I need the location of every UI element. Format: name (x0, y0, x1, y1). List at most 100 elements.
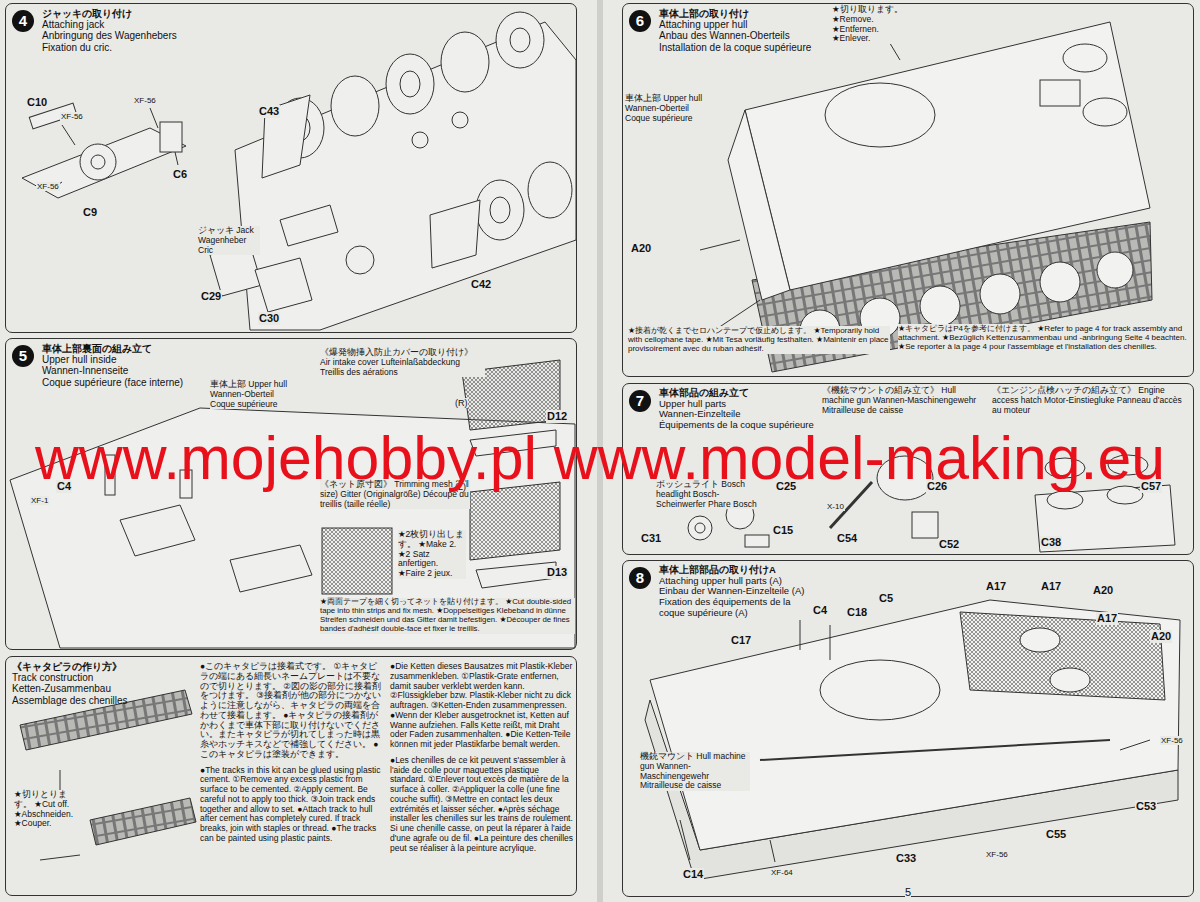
jack-parts-shape (80, 144, 116, 180)
note-text: ●The tracks in this kit can be glued usi… (200, 766, 385, 844)
part-number: D13 (546, 566, 568, 579)
hull-with-tracks-shape (1063, 44, 1107, 72)
note-text: ★切り取ります。 ★Remove. ★Entfernen. ★Enlever. (832, 5, 914, 44)
watermark: www.mojehobby.pl www.model-making.eu (35, 428, 1165, 489)
hull-bottom-shape (255, 258, 312, 312)
part-number: C33 (895, 852, 917, 865)
note-text: 5 (905, 886, 911, 899)
upper-hull-shape (1050, 668, 1090, 692)
hull-with-tracks-shape (920, 286, 960, 326)
part-number: C55 (1045, 828, 1067, 841)
hull-with-tracks-shape (1083, 98, 1127, 126)
paint-code: XF-56 (36, 182, 60, 191)
hull-with-tracks-shape (825, 83, 935, 147)
upper-hull-shape (960, 612, 1165, 700)
step-panel: 6車体上部の取り付けAttaching upper hullAnbau des … (622, 3, 1194, 377)
step-number: 5 (12, 345, 34, 367)
step-title: Attaching jack (42, 19, 302, 30)
hull-with-tracks-shape (1097, 252, 1133, 288)
jack-parts-shape (50, 108, 178, 190)
upper-hull-inside-shape (322, 528, 392, 594)
part-number: C15 (772, 524, 794, 537)
part-number: A20 (1092, 584, 1114, 597)
step-title: Anbau des Wannen-Oberteils (659, 30, 839, 41)
part-number: C52 (938, 538, 960, 551)
hull-with-tracks-shape (980, 274, 1020, 314)
hull-bottom-shape (412, 132, 428, 148)
part-number: C26 (926, 480, 948, 493)
upper-hull-inside-shape (476, 562, 556, 588)
part-number: A17 (1096, 612, 1118, 625)
step-number: 4 (12, 10, 34, 32)
jack-parts (22, 103, 186, 198)
step-panel: 8車体上部部品の取り付けAAttaching upper hull parts … (622, 560, 1194, 897)
step-title: 車体上部の取り付け (659, 8, 839, 19)
part-number: C30 (258, 312, 280, 325)
upper-hull (645, 600, 1180, 880)
step-title: Upper hull inside (42, 354, 207, 365)
step-title: Fixation des équipements de la coque sup… (659, 597, 809, 618)
small-parts-shape (695, 523, 705, 533)
hull-bottom-shape (452, 112, 468, 128)
part-number: C29 (200, 290, 222, 303)
note-text: ボッシュライト Bosch headlight Bosch-Scheinwerf… (656, 480, 764, 509)
paint-code: X-10 (826, 502, 845, 511)
part-number: C4 (812, 604, 828, 617)
upper-hull-shape (650, 600, 1180, 850)
hull-with-tracks-shape (1040, 80, 1080, 106)
note-text: ★キャタピラはP4を参考に付けます。 ★Refer to page 4 for … (898, 324, 1190, 352)
step-title: Wannen-Innenseite (42, 365, 207, 376)
step-number: 7 (629, 390, 651, 412)
hull-bottom-shape (400, 71, 420, 97)
step-title: Attaching upper hull parts (A) (659, 576, 809, 587)
note-text: (R) (455, 398, 468, 408)
step-title: 車体部品の組み立て (659, 388, 819, 399)
note-text: ★切りとります。 ★Cut off. ★Abschneiden. ★Couper… (14, 790, 80, 829)
part-number: C54 (836, 532, 858, 545)
hull-with-tracks-shape (728, 110, 790, 300)
step-number: 6 (629, 10, 651, 32)
note-text: 《機銃マウントの組み立て》 Hull machine gun Wannen-Ma… (822, 386, 982, 415)
step-title: 《キャタピラの作り方》 (12, 661, 192, 672)
hull-with-tracks-shape (1040, 262, 1080, 302)
step-title: Upper hull parts (659, 399, 819, 410)
track-links (20, 690, 196, 860)
paint-code: XF-56 (985, 850, 1009, 859)
upper-hull-inside-shape (120, 505, 195, 556)
small-parts-shape (1047, 491, 1083, 509)
part-number: A17 (985, 580, 1007, 593)
note-text: 《エンジン点検ハッチの組み立て》 Engine access hatch Mot… (992, 386, 1187, 415)
note-text: ●このキャタピラは接着式です。 ①キャタピラの端にある細長いネームプレートは不要… (200, 662, 385, 760)
step-title: Track construction (12, 672, 192, 683)
part-number: C42 (470, 278, 492, 291)
hull-bottom-shape (386, 54, 434, 114)
hull-with-tracks (700, 10, 1152, 372)
step-title: 車体上部裏面の組み立て (42, 343, 207, 354)
step-title: Assemblage des chenilles (12, 695, 192, 706)
step-number: 8 (629, 567, 651, 589)
part-number: A20 (630, 242, 652, 255)
upper-hull-shape (830, 625, 831, 660)
part-number: C9 (82, 206, 98, 219)
part-number: C18 (846, 606, 868, 619)
paint-code: XF-56 (133, 96, 157, 105)
paint-code: XF-1 (30, 496, 49, 505)
hull-bottom (210, 12, 576, 330)
part-number: D12 (546, 410, 568, 423)
upper-hull-shape (800, 620, 801, 650)
paint-code: XF-56 (1160, 736, 1184, 745)
note-text: 車体上部 Upper hull Wannen-Oberteil Coque su… (625, 94, 705, 123)
hull-bottom-shape (510, 28, 530, 52)
small-parts-shape (1035, 485, 1175, 552)
step-title: Wannen-Einzelteile (659, 409, 819, 420)
part-number: C17 (730, 634, 752, 647)
hull-bottom-shape (331, 76, 379, 136)
hull-with-tracks-shape (700, 10, 900, 340)
part-number: C14 (682, 868, 704, 881)
hull-bottom-shape (235, 22, 576, 330)
paint-code: XF-64 (770, 868, 794, 877)
part-number: A20 (1150, 630, 1172, 643)
part-number: C38 (1040, 536, 1062, 549)
upper-hull-inside (10, 360, 575, 648)
